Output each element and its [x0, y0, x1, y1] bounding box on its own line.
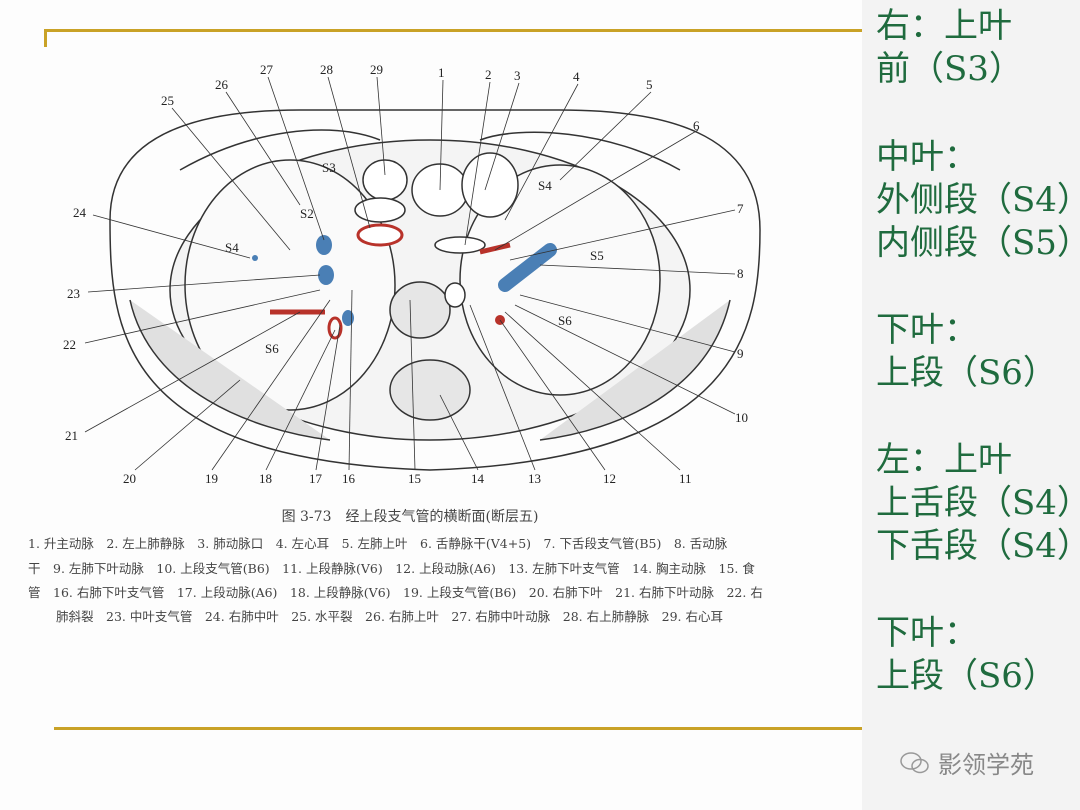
label-13: 13 [528, 471, 541, 486]
label-21: 21 [65, 428, 78, 443]
label-24: 24 [73, 205, 87, 220]
number-labels: 1 2 3 4 5 6 7 8 9 10 11 12 13 14 15 16 1… [63, 62, 748, 486]
segment-labels: S3 S2 S4 S4 S5 S6 S6 [225, 160, 604, 356]
segment-label: S2 [300, 206, 314, 221]
label-7: 7 [737, 201, 744, 216]
label-29: 29 [370, 62, 383, 77]
label-5: 5 [646, 77, 653, 92]
vessels-colored [252, 235, 557, 340]
segment-label: S6 [558, 313, 572, 328]
note-line: 外侧段（S4） [876, 180, 1080, 220]
figure-title: 图 3-73 经上段支气管的横断面(断层五) [281, 509, 539, 525]
top-rule [44, 29, 862, 32]
segment-label: S4 [538, 178, 552, 193]
label-11: 11 [679, 471, 692, 486]
label-10: 10 [735, 410, 748, 425]
note-line: 下舌段（S4） [876, 526, 1080, 566]
label-2: 2 [485, 67, 492, 82]
label-12: 12 [603, 471, 616, 486]
note-line: 上段（S6） [876, 656, 1057, 696]
note-line: 右：上叶 [876, 6, 1012, 46]
legend-line: 1. 升主动脉 2. 左上肺静脉 3. 肺动脉口 4. 左心耳 5. 左肺上叶 … [28, 536, 728, 551]
label-26: 26 [215, 77, 229, 92]
label-23: 23 [67, 286, 80, 301]
segment-label: S5 [590, 248, 604, 263]
note-line: 前（S3） [876, 49, 1023, 89]
label-22: 22 [63, 337, 76, 352]
body-outline [109, 109, 761, 471]
legend-line: 干 9. 左肺下叶动脉 10. 上段支气管(B6) 11. 上段静脉(V6) 1… [28, 561, 755, 576]
label-8: 8 [737, 266, 744, 281]
watermark: 影领学苑 [900, 745, 1034, 780]
wechat-icon [900, 751, 929, 773]
bottom-rule [54, 727, 862, 730]
label-25: 25 [161, 93, 174, 108]
legend-line: 肺斜裂 23. 中叶支气管 24. 右肺中叶 25. 水平裂 26. 右肺上叶 … [56, 609, 723, 624]
legend-line: 管 16. 右肺下叶支气管 17. 上段动脉(A6) 18. 上段静脉(V6) … [28, 585, 763, 600]
label-14: 14 [471, 471, 485, 486]
note-line: 下叶： [876, 310, 978, 350]
segment-label: S3 [322, 160, 336, 175]
top-rule-tick [44, 29, 47, 47]
label-4: 4 [573, 69, 580, 84]
label-3: 3 [514, 68, 521, 83]
note-line: 上段（S6） [876, 353, 1057, 393]
label-27: 27 [260, 62, 274, 77]
watermark-text: 影领学苑 [938, 751, 1034, 779]
notes-panel [862, 0, 1080, 810]
label-16: 16 [342, 471, 356, 486]
note-line: 上舌段（S4） [876, 483, 1080, 523]
note-line: 中叶： [876, 137, 978, 177]
note-line: 内侧段（S5） [876, 223, 1080, 263]
label-28: 28 [320, 62, 333, 77]
label-17: 17 [309, 471, 323, 486]
note-line: 左：上叶 [876, 440, 1012, 480]
label-1: 1 [438, 65, 445, 80]
leader-lines [84, 76, 736, 471]
label-19: 19 [205, 471, 218, 486]
label-9: 9 [737, 346, 744, 361]
segment-label: S4 [225, 240, 239, 255]
label-20: 20 [123, 471, 136, 486]
label-6: 6 [693, 118, 700, 133]
note-line: 下叶： [876, 613, 978, 653]
label-18: 18 [259, 471, 272, 486]
segment-label: S6 [265, 341, 279, 356]
cross-section-diagram: S3 S2 S4 S4 S5 S6 S6 1 2 3 4 5 6 7 8 9 1… [63, 62, 761, 486]
label-15: 15 [408, 471, 421, 486]
